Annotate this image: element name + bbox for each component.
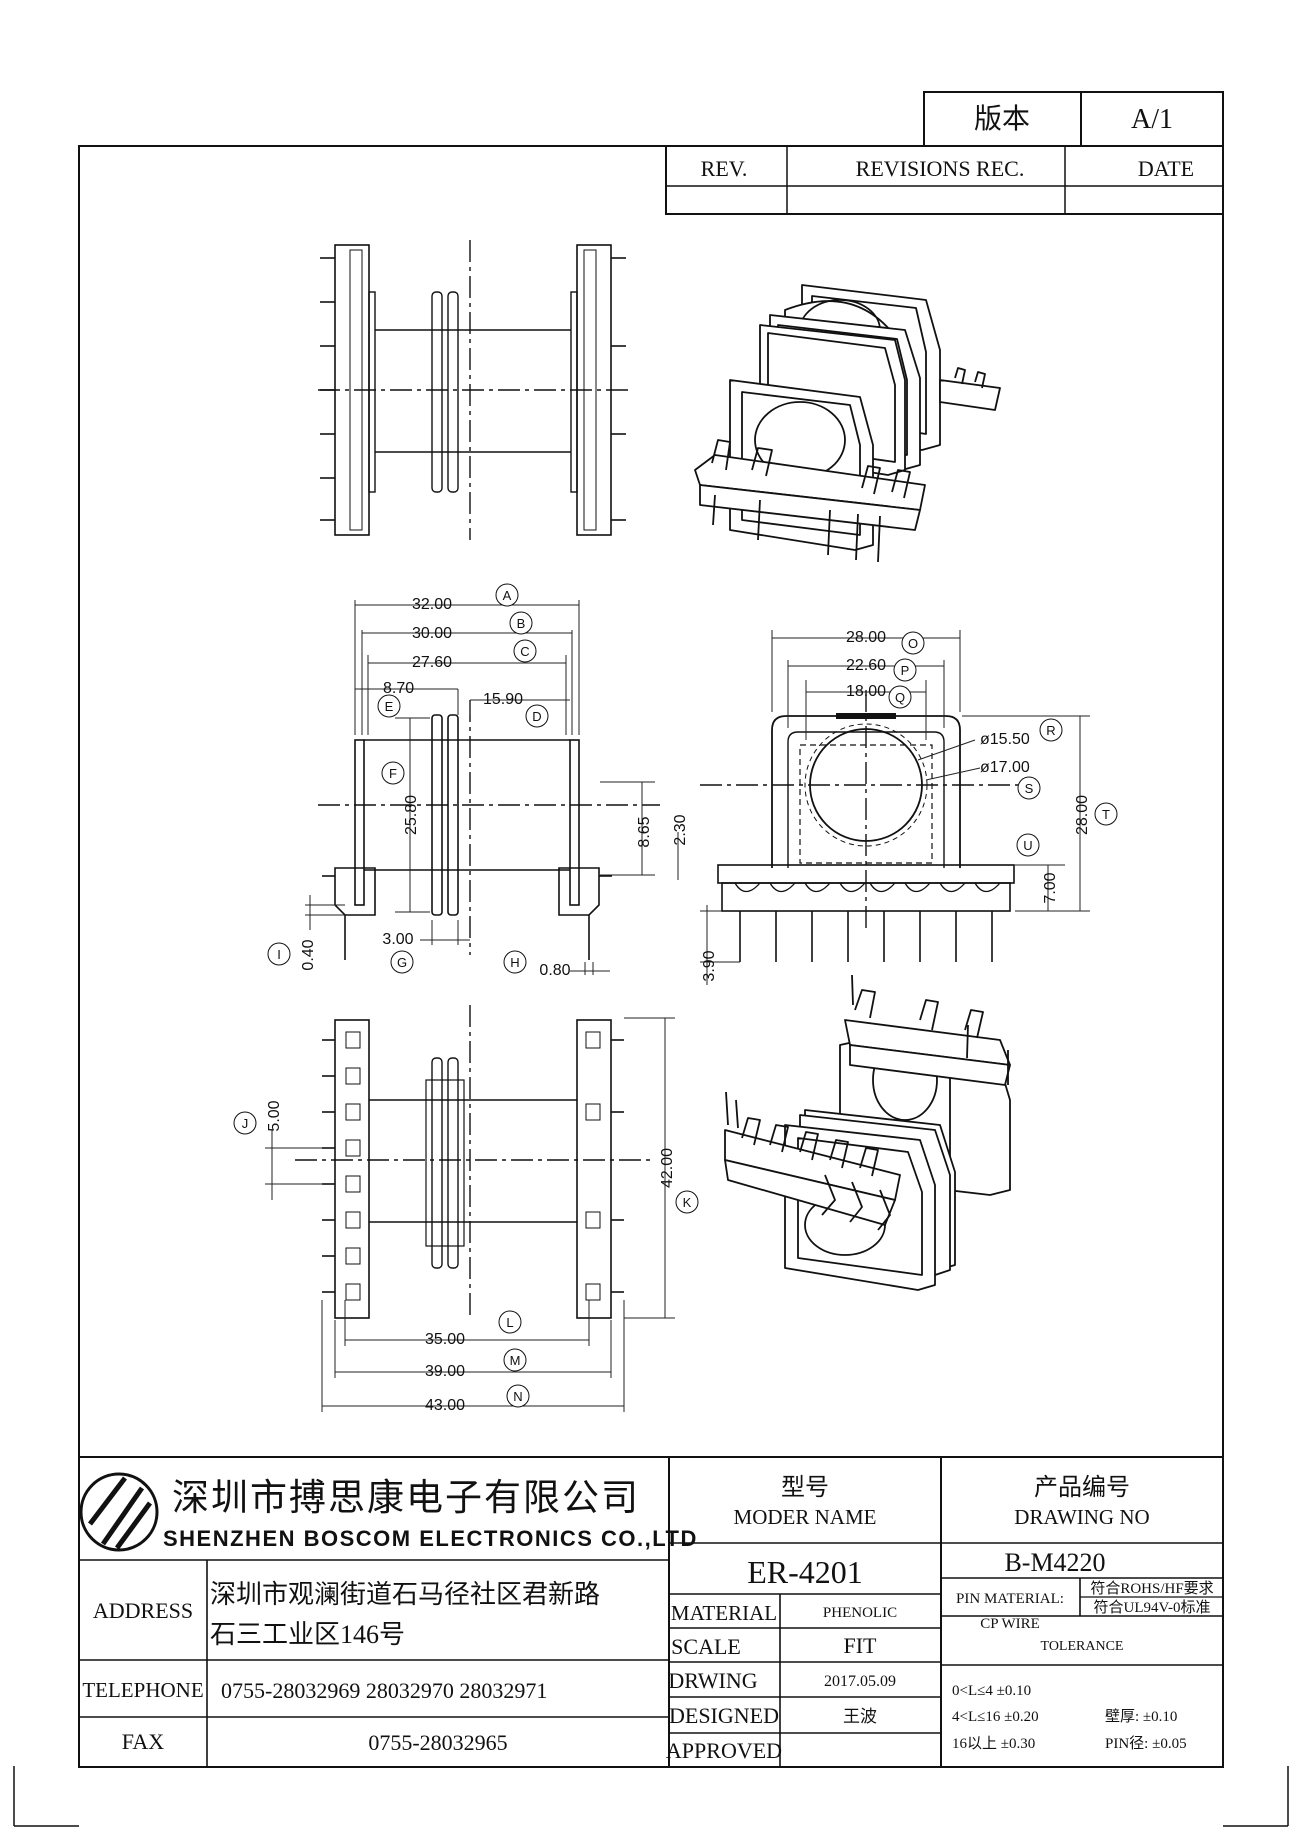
rev-header: REV. bbox=[701, 156, 748, 181]
label-e: E bbox=[385, 699, 394, 714]
company-name-en: SHENZHEN BOSCOM ELECTRONICS CO.,LTD bbox=[163, 1526, 698, 1551]
label-j: J bbox=[242, 1116, 249, 1131]
top-view bbox=[318, 240, 628, 540]
drwing-value: 2017.05.09 bbox=[824, 1673, 896, 1690]
dim-a: 32.00 bbox=[412, 596, 452, 613]
label-h: H bbox=[510, 955, 519, 970]
label-o: O bbox=[908, 636, 918, 651]
drawing-no-label-en: DRAWING NO bbox=[1014, 1505, 1149, 1529]
company-logo bbox=[79, 1472, 159, 1552]
label-g: G bbox=[397, 955, 407, 970]
drwing-label: DRWING bbox=[668, 1668, 757, 1693]
fax-label: FAX bbox=[122, 1729, 164, 1754]
pin-material-label: PIN MATERIAL: bbox=[956, 1591, 1064, 1607]
dim-e: 8.70 bbox=[383, 680, 414, 697]
tolerance-line1: 0<L≤4 ±0.10 bbox=[952, 1683, 1031, 1699]
label-q: Q bbox=[895, 690, 905, 705]
designed-value: 王波 bbox=[843, 1707, 877, 1726]
title-block bbox=[79, 1456, 1223, 1767]
label-a: A bbox=[503, 588, 512, 603]
version-value: A/1 bbox=[1131, 104, 1173, 135]
material-value: PHENOLIC bbox=[823, 1605, 897, 1621]
telephone-label: TELEPHONE bbox=[82, 1678, 203, 1702]
revisions-header: REVISIONS REC. bbox=[856, 156, 1025, 181]
tolerance-label: TOLERANCE bbox=[1041, 1639, 1124, 1654]
fax-value: 0755-28032965 bbox=[368, 1730, 507, 1755]
scale-value: FIT bbox=[844, 1633, 878, 1658]
date-header: DATE bbox=[1138, 156, 1194, 181]
dim-m: 39.00 bbox=[425, 1363, 465, 1380]
revision-table: REV. REVISIONS REC. DATE bbox=[665, 145, 1224, 215]
address-line1: 深圳市观澜街道石马径社区君新路 bbox=[210, 1580, 600, 1609]
dim-k: 42.00 bbox=[659, 1148, 676, 1188]
dim-c: 27.60 bbox=[412, 654, 452, 671]
dim-i: 0.40 bbox=[300, 939, 317, 970]
bottom-view: 5.00 42.00 35.00 39.00 43.00 J K L M N bbox=[233, 1005, 699, 1414]
label-b: B bbox=[517, 616, 526, 631]
label-m: M bbox=[510, 1353, 521, 1368]
ul-note: 符合UL94V-0标准 bbox=[1094, 1599, 1211, 1616]
pin-material-value: CP WIRE bbox=[980, 1616, 1040, 1632]
model-label-en: MODER NAME bbox=[734, 1505, 877, 1529]
dim-g: 3.00 bbox=[382, 931, 413, 948]
label-f: F bbox=[389, 766, 397, 781]
dim-u: 7.00 bbox=[1042, 872, 1059, 903]
label-p: P bbox=[901, 663, 910, 678]
dim-q: 18.00 bbox=[846, 683, 886, 700]
material-label: MATERIAL bbox=[671, 1601, 777, 1625]
dim-865: 8.65 bbox=[636, 816, 653, 847]
dim-w28: 28.00 bbox=[846, 629, 886, 646]
isometric-view-bottom bbox=[724, 974, 1011, 1291]
dim-230: 2.30 bbox=[672, 814, 689, 845]
model-label-cn: 型号 bbox=[781, 1474, 829, 1501]
version-label: 版本 bbox=[974, 103, 1030, 135]
address-label: ADDRESS bbox=[93, 1598, 193, 1623]
telephone-value: 0755-28032969 28032970 28032971 bbox=[221, 1678, 547, 1703]
model-value: ER-4201 bbox=[747, 1554, 863, 1590]
label-k: K bbox=[683, 1195, 692, 1210]
dim-l: 35.00 bbox=[425, 1331, 465, 1348]
rohs-note: 符合ROHS/HF要求 bbox=[1090, 1580, 1213, 1597]
dim-s: ø17.00 bbox=[980, 759, 1030, 776]
address-line2: 石三工业区146号 bbox=[210, 1620, 405, 1649]
tolerance-line3: 16以上 ±0.30 bbox=[952, 1735, 1035, 1752]
label-u: U bbox=[1023, 838, 1032, 853]
label-n: N bbox=[513, 1389, 522, 1404]
dim-h: 0.80 bbox=[539, 962, 570, 979]
dim-j: 5.00 bbox=[266, 1100, 283, 1131]
tolerance-pin: PIN径: ±0.05 bbox=[1105, 1735, 1187, 1752]
tolerance-line2: 4<L≤16 ±0.20 bbox=[952, 1709, 1039, 1725]
scale-label: SCALE bbox=[671, 1634, 741, 1659]
dim-b: 30.00 bbox=[412, 625, 452, 642]
label-d: D bbox=[532, 709, 541, 724]
dim-p: 22.60 bbox=[846, 657, 886, 674]
designed-label: DESIGNED bbox=[669, 1703, 779, 1728]
approved-label: APPROVED bbox=[666, 1738, 782, 1763]
drawing-no-label-cn: 产品编号 bbox=[1034, 1474, 1130, 1501]
drawing-frame bbox=[13, 145, 1289, 1827]
label-r: R bbox=[1046, 723, 1055, 738]
label-i: I bbox=[277, 947, 281, 962]
label-l: L bbox=[506, 1315, 513, 1330]
end-view: 28.00 22.60 18.00 ø15.50 ø17.00 28.00 7.… bbox=[700, 629, 1118, 985]
label-c: C bbox=[520, 644, 529, 659]
dim-v: 3.90 bbox=[701, 950, 718, 981]
tolerance-wall: 壁厚: ±0.10 bbox=[1105, 1708, 1177, 1725]
dim-t: 28.00 bbox=[1074, 795, 1091, 835]
dim-d: 15.90 bbox=[483, 691, 523, 708]
dim-n: 43.00 bbox=[425, 1397, 465, 1414]
isometric-view-top bbox=[694, 284, 1001, 563]
label-t: T bbox=[1102, 807, 1110, 822]
dim-r: ø15.50 bbox=[980, 731, 1030, 748]
version-box: 版本 A/1 bbox=[923, 91, 1224, 147]
front-view: 32.00 30.00 27.60 8.70 15.90 25.80 8.65 … bbox=[267, 583, 689, 979]
dim-f: 25.80 bbox=[403, 795, 420, 835]
label-s: S bbox=[1025, 781, 1034, 796]
drawing-no-value: B-M4220 bbox=[1004, 1548, 1105, 1577]
company-name-cn: 深圳市搏思康电子有限公司 bbox=[172, 1477, 640, 1519]
